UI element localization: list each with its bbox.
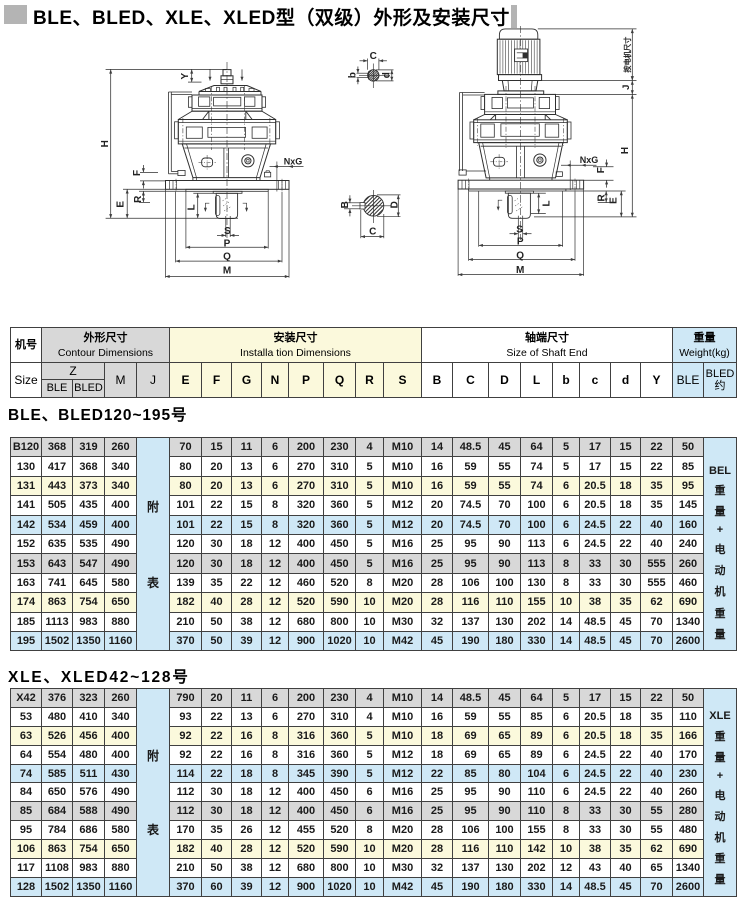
- svg-text:S: S: [516, 224, 523, 235]
- svg-text:E: E: [608, 197, 619, 204]
- svg-text:R: R: [133, 195, 144, 203]
- svg-text:d: d: [382, 72, 393, 78]
- svg-text:b: b: [348, 72, 359, 78]
- svg-text:B: B: [340, 201, 351, 208]
- svg-text:E: E: [116, 201, 127, 208]
- svg-text:NxG: NxG: [580, 155, 599, 165]
- svg-text:NxG: NxG: [284, 156, 303, 166]
- svg-text:F: F: [132, 170, 143, 176]
- svg-text:S: S: [224, 226, 231, 237]
- svg-text:C: C: [369, 226, 376, 237]
- svg-text:L: L: [186, 204, 197, 210]
- svg-text:P: P: [517, 237, 524, 248]
- svg-text:P: P: [224, 238, 231, 249]
- svg-text:M: M: [516, 265, 524, 276]
- svg-text:H: H: [100, 140, 111, 147]
- svg-text:Q: Q: [223, 252, 231, 263]
- svg-text:M: M: [223, 265, 231, 276]
- svg-text:R: R: [597, 194, 608, 202]
- svg-text:D: D: [390, 201, 401, 208]
- svg-text:L: L: [541, 200, 552, 206]
- svg-text:C: C: [370, 51, 377, 62]
- svg-text:J: J: [621, 85, 632, 90]
- svg-text:Q: Q: [516, 251, 524, 262]
- svg-text:F: F: [596, 167, 607, 173]
- svg-text:H: H: [620, 147, 631, 154]
- svg-text:Y: Y: [180, 73, 191, 80]
- svg-text:按电机尺寸: 按电机尺寸: [623, 37, 632, 73]
